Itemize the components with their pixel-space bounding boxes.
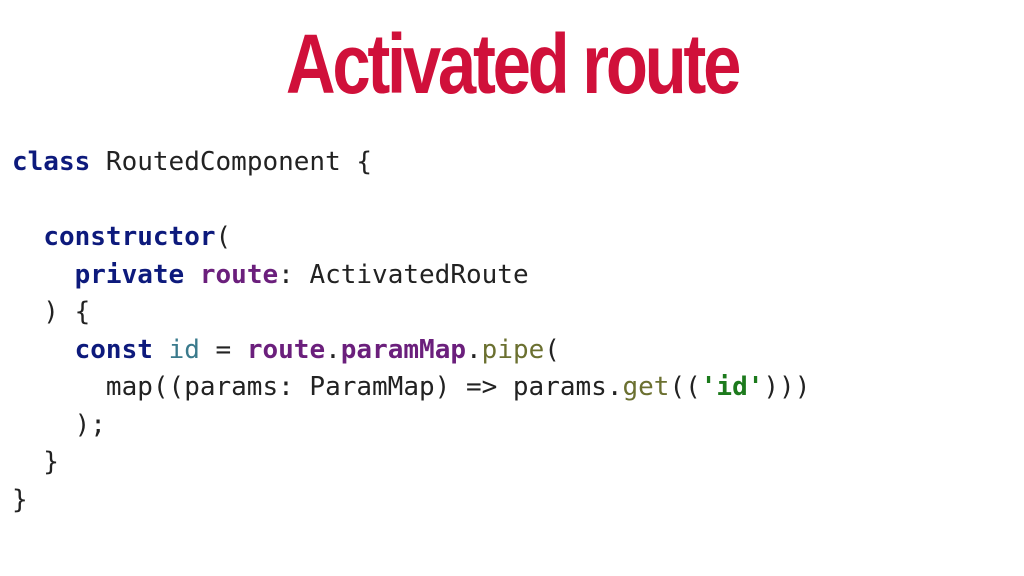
code-line-6: const id = route.paramMap.pipe( xyxy=(12,335,560,365)
code-line-1: class RoutedComponent { xyxy=(12,147,372,177)
keyword-private: private xyxy=(74,259,185,290)
slide-title: Activated route xyxy=(285,17,741,111)
get-method: get xyxy=(622,372,670,402)
paren-close: ))) xyxy=(763,372,811,402)
dot: . xyxy=(325,334,341,365)
indent xyxy=(12,260,75,290)
code-block: class RoutedComponent { constructor( pri… xyxy=(12,144,810,519)
code-line-7: map((params: ParamMap) => params.get(('i… xyxy=(12,372,810,402)
code-line-8: ); xyxy=(12,409,106,440)
dot: . xyxy=(466,334,482,365)
pipe-method: pipe xyxy=(481,334,545,365)
keyword-constructor: constructor xyxy=(43,222,216,252)
code-line-4: private route: ActivatedRoute xyxy=(12,260,529,290)
route-ref: route xyxy=(246,334,326,365)
indent xyxy=(12,335,75,365)
paren: ( xyxy=(215,222,232,252)
code-line-3: constructor( xyxy=(12,222,231,252)
identifier-id: id xyxy=(168,334,200,365)
param-type: : ActivatedRoute xyxy=(278,259,529,290)
param-map-ref: paramMap xyxy=(340,334,467,365)
assign: = xyxy=(199,334,247,365)
indent xyxy=(12,222,43,252)
param-route: route xyxy=(199,259,279,290)
indent xyxy=(12,372,106,402)
paren-open: (( xyxy=(669,372,701,402)
code-line-5: ) { xyxy=(12,297,91,327)
keyword-const: const xyxy=(74,334,153,365)
code-line-9: } xyxy=(12,447,59,477)
space xyxy=(153,335,169,365)
keyword-class: class xyxy=(12,147,91,177)
map-call: map((params: ParamMap) => params. xyxy=(105,372,623,402)
string-id: 'id' xyxy=(700,372,764,402)
class-name: RoutedComponent { xyxy=(90,147,373,177)
paren: ( xyxy=(544,334,560,365)
space xyxy=(184,260,200,290)
code-line-10: } xyxy=(12,484,28,515)
